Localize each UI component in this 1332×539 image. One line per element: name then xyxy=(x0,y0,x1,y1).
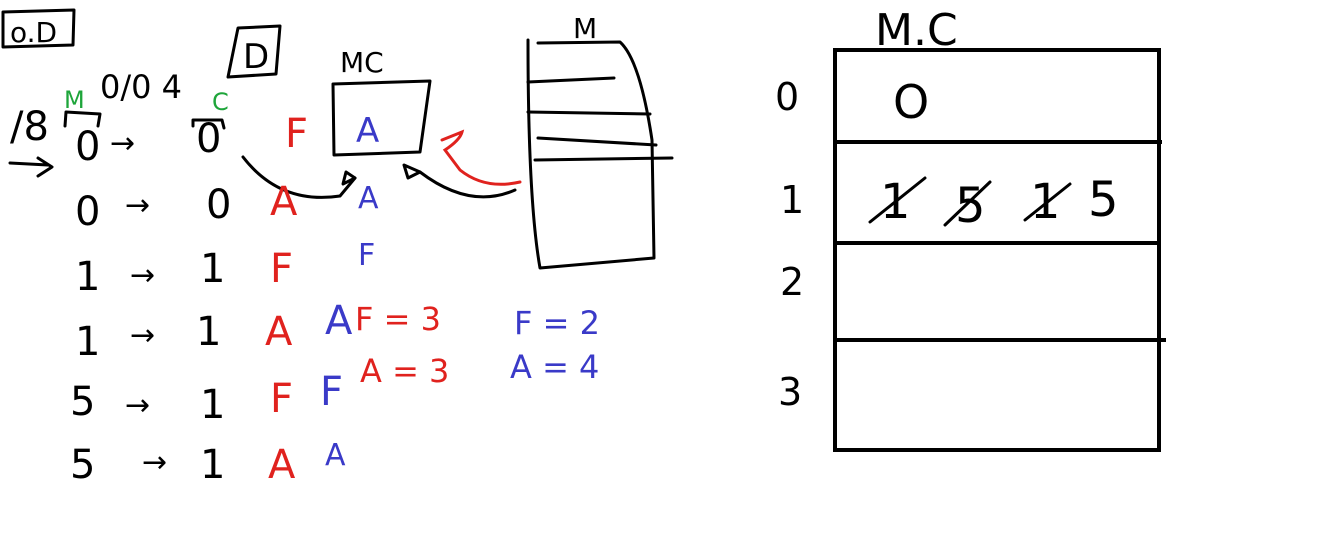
label-slash-eight: /8 xyxy=(10,104,49,150)
mc-table-title: M.C xyxy=(875,5,958,56)
mc-box-border xyxy=(331,79,432,157)
total-blue-a: A = 4 xyxy=(510,348,599,386)
row-to: 1 xyxy=(200,382,225,428)
arrow-left xyxy=(8,156,54,178)
memory-line xyxy=(526,110,652,116)
strike-mark xyxy=(868,176,927,224)
label-d: D xyxy=(243,37,269,77)
bracket-c xyxy=(191,118,226,130)
row-arrow: → xyxy=(110,126,135,161)
mc-index: 0 xyxy=(775,75,799,119)
arrow-head xyxy=(341,170,357,186)
label-mc-top: MC xyxy=(340,46,384,79)
row-arrow: → xyxy=(130,258,155,293)
label-m-green: M xyxy=(64,86,85,114)
trace-rows: 0 → 0 F 0 → 0 A 1 → 1 F 1 → 1 A A 5 → 1 … xyxy=(70,111,353,488)
total-red-f: F = 3 xyxy=(355,300,441,338)
label-m-top: M xyxy=(573,12,597,45)
mc-table-frame xyxy=(833,48,1161,452)
mc-index: 1 xyxy=(780,178,804,222)
total-red-a: A = 3 xyxy=(360,352,449,390)
row-from: 1 xyxy=(75,254,100,300)
memory-cylinder xyxy=(526,38,656,270)
bracket-m xyxy=(63,110,102,128)
row-to: 0 xyxy=(196,116,221,162)
box-od-border xyxy=(1,8,76,49)
row-result: F xyxy=(285,111,308,157)
row-result: A xyxy=(265,309,293,355)
memory-line xyxy=(526,76,616,84)
row-to: 0 xyxy=(206,182,231,228)
box-d-border xyxy=(226,24,282,79)
mc-index: 3 xyxy=(778,370,802,414)
label-c-green: C xyxy=(212,88,229,116)
row-result: A xyxy=(270,179,298,225)
mc-struck-value: 1 xyxy=(1030,174,1061,230)
row-cache: A xyxy=(325,298,353,344)
strike-mark xyxy=(1023,182,1072,222)
cache-f: F xyxy=(358,238,375,273)
red-arrow xyxy=(440,129,522,186)
row-arrow: → xyxy=(142,445,167,480)
cache-a2: A xyxy=(358,181,379,216)
row-result: A xyxy=(268,442,296,488)
row-arrow: → xyxy=(125,188,150,223)
row-arrow: → xyxy=(130,318,155,353)
row-from: 5 xyxy=(70,379,95,425)
label-fraction: 0/0 4 xyxy=(100,68,182,106)
strike-mark xyxy=(943,180,992,227)
row-to: 1 xyxy=(200,246,225,292)
arrow-c-to-mc xyxy=(241,155,357,199)
mc-struck-value: 1 xyxy=(880,174,911,230)
mc-struck-value: 5 xyxy=(955,178,986,234)
row-to: 1 xyxy=(200,442,225,488)
row-result: F xyxy=(270,376,293,422)
memory-line xyxy=(536,136,658,147)
row-to: 1 xyxy=(196,309,221,355)
memory-line xyxy=(533,156,674,162)
row-from: 1 xyxy=(75,319,100,365)
row-cache: A xyxy=(325,438,346,473)
row-from: 0 xyxy=(75,189,100,235)
mc-final-value: 5 xyxy=(1088,172,1119,228)
cache-a: A xyxy=(356,111,379,151)
mc-cell: O xyxy=(893,75,929,129)
row-result: F xyxy=(270,246,293,292)
arrow-head xyxy=(402,163,422,180)
row-cache: F xyxy=(320,369,343,415)
total-blue-f: F = 2 xyxy=(514,304,600,342)
label-od: o.D xyxy=(10,16,57,49)
row-arrow: → xyxy=(125,388,150,423)
arrow-m-to-mc xyxy=(418,170,517,199)
row-from: 0 xyxy=(75,124,100,170)
mc-index: 2 xyxy=(780,260,804,304)
row-from: 5 xyxy=(70,442,95,488)
